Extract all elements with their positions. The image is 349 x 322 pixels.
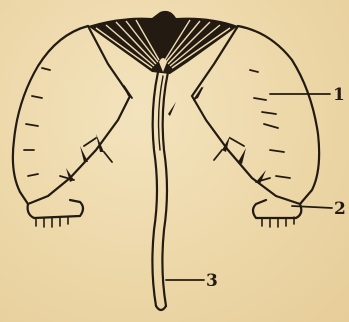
left-lobe bbox=[13, 26, 130, 227]
left-claw bbox=[28, 200, 83, 227]
label-3: 3 bbox=[206, 271, 218, 291]
leader-lines bbox=[166, 94, 332, 280]
right-claw bbox=[253, 200, 301, 227]
label-1: 1 bbox=[333, 85, 345, 105]
central-stalk bbox=[152, 72, 168, 310]
right-lobe bbox=[192, 26, 319, 227]
label-2: 2 bbox=[334, 199, 346, 219]
head-fan bbox=[88, 11, 238, 74]
right-spine-lines bbox=[194, 88, 270, 182]
right-spines bbox=[194, 86, 266, 184]
left-spine-lines bbox=[60, 86, 132, 180]
